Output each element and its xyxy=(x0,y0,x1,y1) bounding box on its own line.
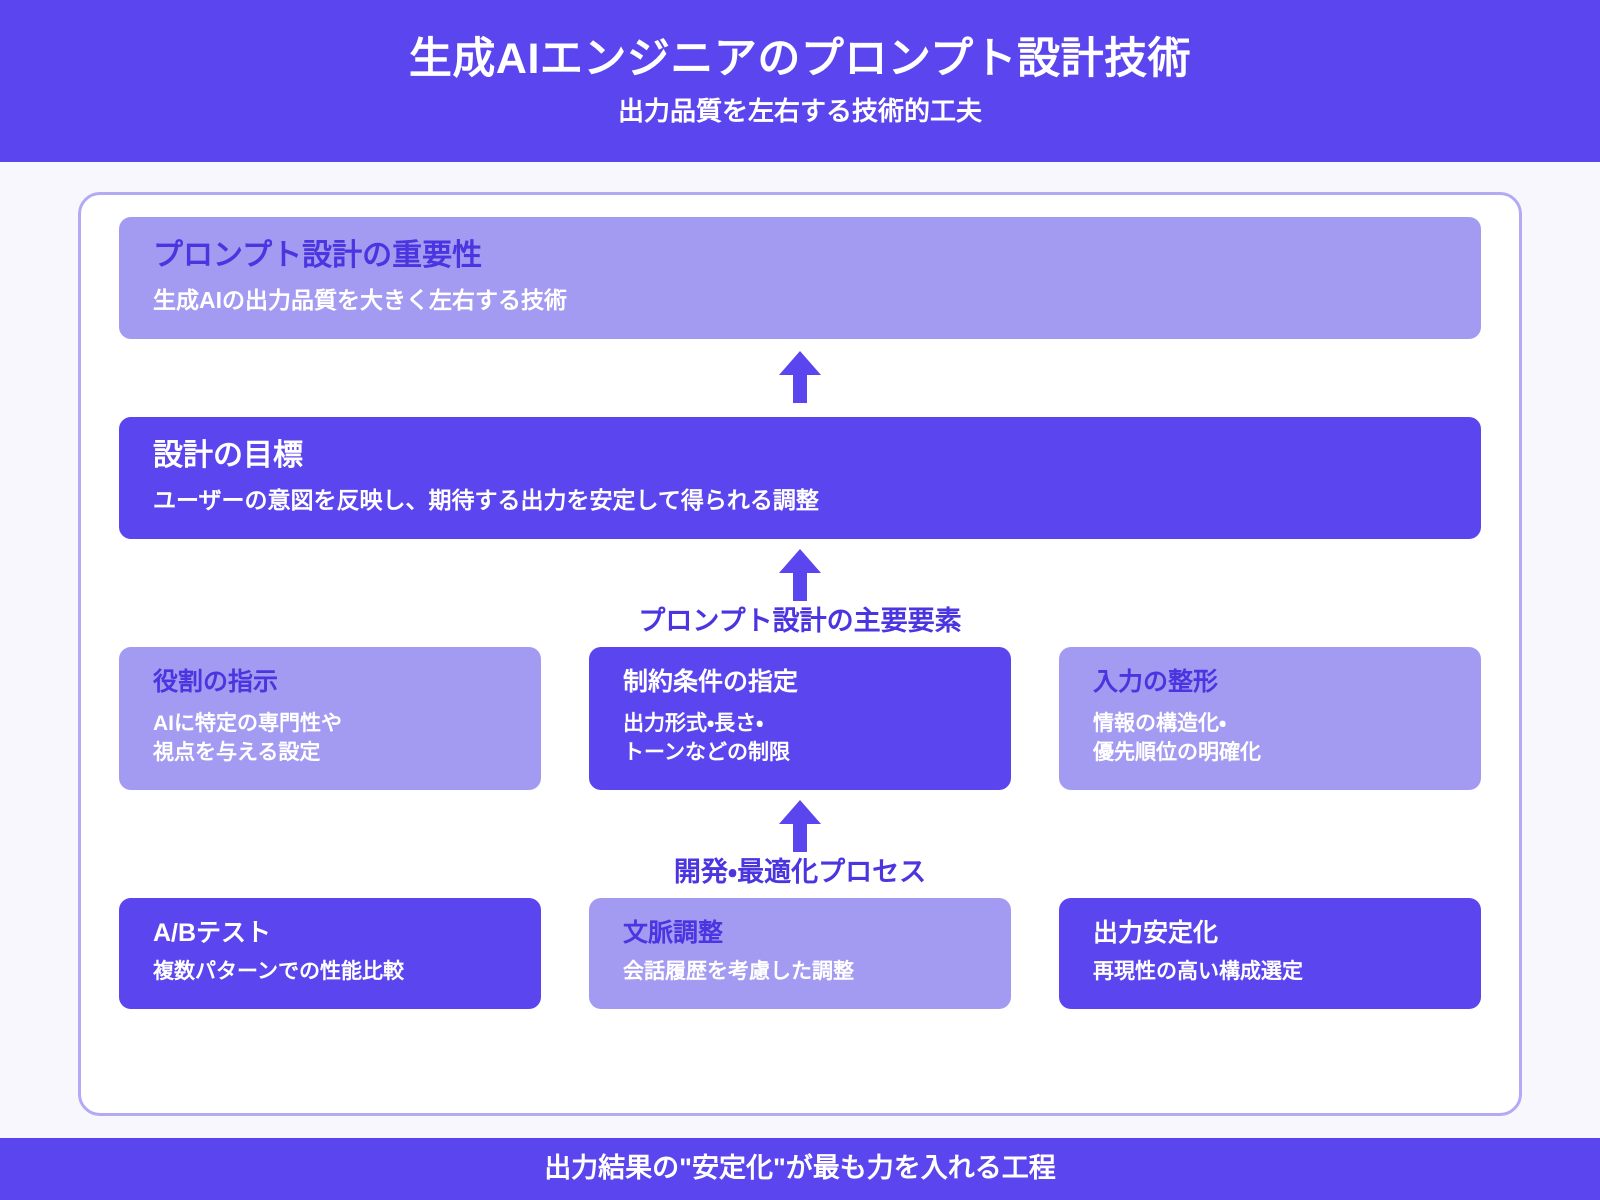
card-goal-title: 設計の目標 xyxy=(153,439,303,473)
card-importance[interactable]: プロンプト設計の重要性 生成AIの出力品質を大きく左右する技術 xyxy=(119,217,1481,339)
card-role-instruction-desc: AIに特定の専門性や 視点を与える設定 xyxy=(153,711,342,764)
diagram-frame: プロンプト設計の重要性 生成AIの出力品質を大きく左右する技術 設計の目標 ユー… xyxy=(78,192,1522,1116)
section-label-process: 開発・最適化プロセス xyxy=(673,856,927,887)
card-input-shaping[interactable]: 入力の整形 情報の構造化・ 優先順位の明確化 xyxy=(1059,646,1481,790)
page-header: 生成AIエンジニアのプロンプト設計技術 出力品質を左右する技術的工夫 xyxy=(0,0,1600,162)
card-input-shaping-desc: 情報の構造化・ 優先順位の明確化 xyxy=(1093,711,1261,764)
arrow-up-icon xyxy=(779,799,821,852)
connector-elements: プロンプト設計の主要要素 xyxy=(119,539,1481,647)
card-constraint-spec-title: 制約条件の指定 xyxy=(623,667,799,696)
arrow-up-icon xyxy=(779,549,821,601)
goal-row: 設計の目標 ユーザーの意図を反映し、期待する出力を安定して得られる調整 xyxy=(119,417,1481,539)
card-ab-test-desc: 複数パターンでの性能比較 xyxy=(153,959,404,983)
card-constraint-spec-desc: 出力形式・長さ・ トーンなどの制限 xyxy=(623,711,790,764)
diagram-stage: プロンプト設計の重要性 生成AIの出力品質を大きく左右する技術 設計の目標 ユー… xyxy=(0,162,1600,1138)
connector-process: 開発・最適化プロセス xyxy=(119,790,1481,898)
arrow-up-icon xyxy=(779,351,821,403)
card-goal-desc: ユーザーの意図を反映し、期待する出力を安定して得られる調整 xyxy=(153,486,819,513)
card-importance-title: プロンプト設計の重要性 xyxy=(153,239,483,273)
card-output-stabilization-title: 出力安定化 xyxy=(1093,918,1219,947)
card-context-tuning-title: 文脈調整 xyxy=(623,918,724,947)
page-title: 生成AIエンジニアのプロンプト設計技術 xyxy=(408,35,1192,84)
card-goal[interactable]: 設計の目標 ユーザーの意図を反映し、期待する出力を安定して得られる調整 xyxy=(119,417,1481,539)
card-output-stabilization-desc: 再現性の高い構成選定 xyxy=(1093,959,1303,983)
section-label-elements: プロンプト設計の主要要素 xyxy=(638,606,962,636)
card-role-instruction-title: 役割の指示 xyxy=(153,667,279,696)
process-row: A/Bテスト 複数パターンでの性能比較 文脈調整 会話履歴を考慮した調整 出力安… xyxy=(119,897,1481,1009)
card-output-stabilization[interactable]: 出力安定化 再現性の高い構成選定 xyxy=(1059,897,1481,1009)
page-subtitle: 出力品質を左右する技術的工夫 xyxy=(617,96,982,127)
card-constraint-spec[interactable]: 制約条件の指定 出力形式・長さ・ トーンなどの制限 xyxy=(589,646,1011,790)
importance-row: プロンプト設計の重要性 生成AIの出力品質を大きく左右する技術 xyxy=(119,217,1481,339)
page-footer: 出力結果の"安定化"が最も力を入れる工程 xyxy=(0,1138,1600,1200)
card-ab-test[interactable]: A/Bテスト 複数パターンでの性能比較 xyxy=(119,897,541,1009)
card-context-tuning-desc: 会話履歴を考慮した調整 xyxy=(623,959,854,983)
card-role-instruction[interactable]: 役割の指示 AIに特定の専門性や 視点を与える設定 xyxy=(119,646,541,790)
elements-row: 役割の指示 AIに特定の専門性や 視点を与える設定 制約条件の指定 出力形式・長… xyxy=(119,646,1481,790)
card-context-tuning[interactable]: 文脈調整 会話履歴を考慮した調整 xyxy=(589,897,1011,1009)
card-input-shaping-title: 入力の整形 xyxy=(1093,667,1219,696)
card-importance-desc: 生成AIの出力品質を大きく左右する技術 xyxy=(153,286,567,313)
connector-importance xyxy=(119,339,1481,417)
card-ab-test-title: A/Bテスト xyxy=(153,918,272,947)
footer-message: 出力結果の"安定化"が最も力を入れる工程 xyxy=(544,1153,1056,1184)
